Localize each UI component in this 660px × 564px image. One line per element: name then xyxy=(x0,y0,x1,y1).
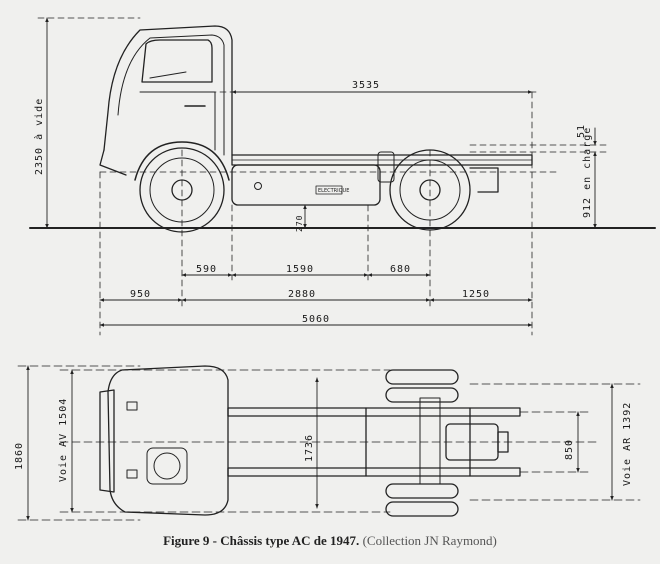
electrique-badge xyxy=(315,185,343,195)
top-view xyxy=(17,365,641,521)
rear-wheel-top-outer xyxy=(385,369,459,385)
dim-51: 51 xyxy=(576,124,587,138)
dim-680: 680 xyxy=(390,264,411,275)
dim-850: 850 xyxy=(564,439,575,460)
dim-270: 270 xyxy=(295,215,304,232)
rear-axle xyxy=(419,397,441,485)
dim-voie-ar-1392: Voie AR 1392 xyxy=(622,402,633,486)
steering-wheel xyxy=(149,71,187,79)
dim-1250: 1250 xyxy=(462,289,490,300)
dim-2880: 2880 xyxy=(288,289,316,300)
front-fender xyxy=(134,141,230,181)
cab-top-outline xyxy=(107,365,229,516)
dim-2350-a-vide: 2350 à vide xyxy=(33,98,45,175)
cab-inner-line xyxy=(117,34,225,156)
steering-box xyxy=(146,447,188,485)
dim-1860: 1860 xyxy=(14,442,25,470)
front-bumper xyxy=(99,149,127,176)
front-bumper-top xyxy=(99,389,115,493)
dim-950: 950 xyxy=(130,289,151,300)
chassis-rail-right xyxy=(227,467,521,477)
cab-door xyxy=(139,91,216,151)
rear-wheel-bottom-outer xyxy=(385,483,459,499)
caption-title: Figure 9 - Châssis type AC de 1947. xyxy=(163,533,360,548)
rear-motor xyxy=(469,167,499,193)
chassis-rail-left xyxy=(227,407,521,417)
figure-caption: Figure 9 - Châssis type AC de 1947. (Col… xyxy=(0,533,660,549)
cab-outline xyxy=(103,25,233,156)
caption-credit: (Collection JN Raymond) xyxy=(362,533,497,548)
dim-590: 590 xyxy=(196,264,217,275)
dim-3535: 3535 xyxy=(352,80,380,91)
dim-voie-av-1504: Voie AV 1504 xyxy=(58,398,69,482)
dim-1590: 1590 xyxy=(286,264,314,275)
side-view xyxy=(29,17,656,336)
electrique-label: ELECTRIQUE xyxy=(318,188,349,194)
dim-912-en-charge: 912 en charge xyxy=(582,127,593,218)
dim-5060: 5060 xyxy=(302,314,330,325)
dim-1736: 1736 xyxy=(304,434,315,462)
suspension xyxy=(377,151,395,183)
cab-window xyxy=(141,39,213,83)
